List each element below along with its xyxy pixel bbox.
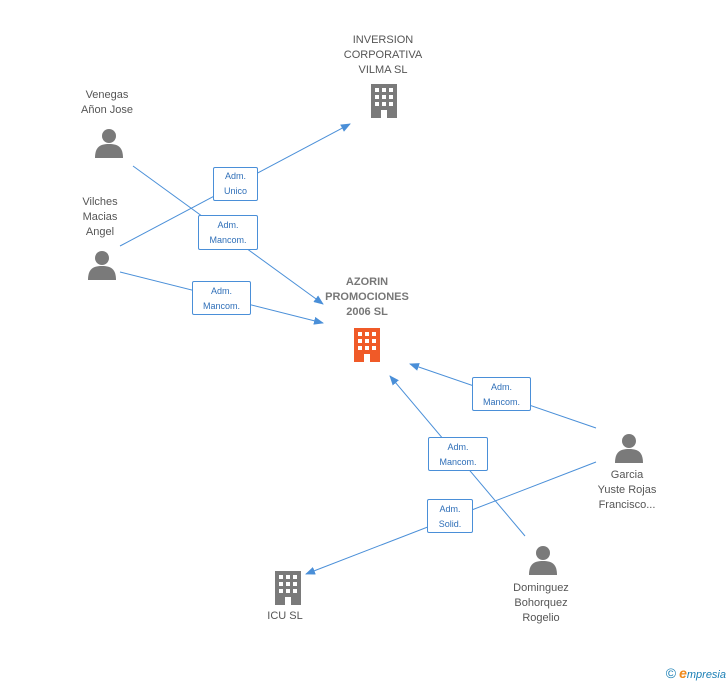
node-label-garcia[interactable]: Garcia Yuste Rojas Francisco... bbox=[597, 469, 657, 511]
edge-label-venegas-azorin[interactable]: Adm. Mancom. bbox=[198, 215, 258, 250]
edge-label-vilches-azorin[interactable]: Adm. Mancom. bbox=[192, 281, 251, 315]
person-icon[interactable] bbox=[529, 546, 557, 575]
person-icon[interactable] bbox=[88, 251, 116, 280]
node-label-venegas[interactable]: Venegas Añon Jose bbox=[81, 89, 133, 116]
node-label-dominguez[interactable]: Dominguez Bohorquez Rogelio bbox=[513, 582, 569, 624]
brand-name: mpresia bbox=[686, 669, 726, 681]
building-icon[interactable] bbox=[371, 84, 397, 118]
building-icon[interactable] bbox=[275, 571, 301, 605]
edge-label-vilches-inversion[interactable]: Adm. Unico bbox=[213, 167, 258, 201]
empresia-watermark: © empresia bbox=[666, 665, 726, 681]
node-label-icu[interactable]: ICU SL bbox=[267, 610, 303, 622]
node-label-azorin-promociones[interactable]: AZORIN PROMOCIONES 2006 SL bbox=[325, 276, 409, 318]
node-label-vilches[interactable]: Vilches Macias Angel bbox=[82, 196, 118, 238]
copyright-icon: © bbox=[665, 665, 677, 681]
edge-label-garcia-icu[interactable]: Adm. Solid. bbox=[427, 499, 473, 533]
edge-label-dominguez-azorin[interactable]: Adm. Mancom. bbox=[428, 437, 488, 471]
node-label-inversion-corporativa-vilma[interactable]: INVERSION CORPORATIVA VILMA SL bbox=[343, 34, 423, 76]
building-icon[interactable] bbox=[354, 328, 380, 362]
person-icon[interactable] bbox=[615, 434, 643, 463]
edge-label-garcia-azorin[interactable]: Adm. Mancom. bbox=[472, 377, 531, 411]
brand-initial: e bbox=[679, 665, 687, 681]
person-icon[interactable] bbox=[95, 129, 123, 158]
